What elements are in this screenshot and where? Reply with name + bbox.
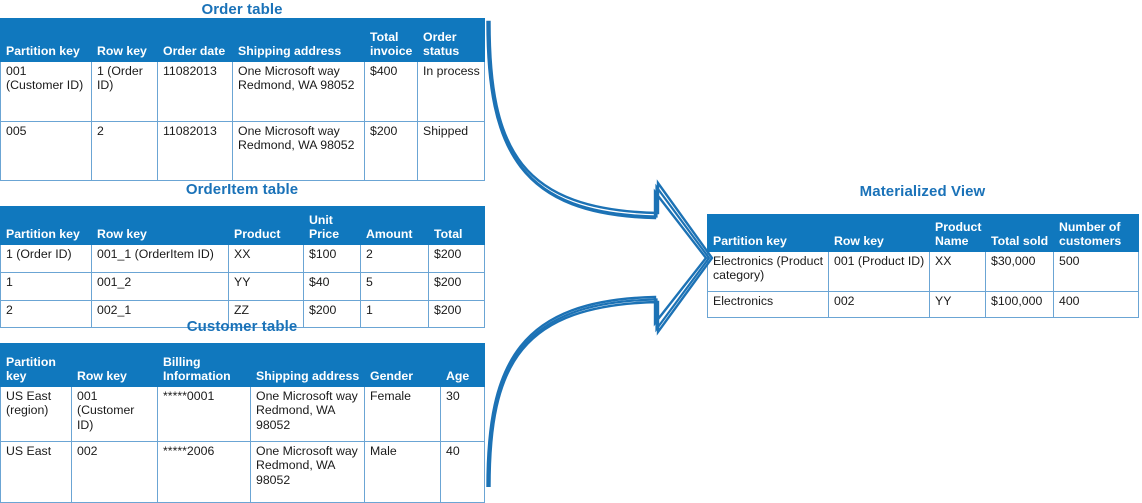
column-header-order-date: Order date xyxy=(157,18,233,62)
table-header-row: Partition key Row key Product Unit Price… xyxy=(0,206,485,245)
table-row: 005 2 11082013 One Microsoft way Redmond… xyxy=(0,121,485,181)
column-header-row-key: Row key xyxy=(91,206,229,245)
table-header-row: Partition key Row key Product Name Total… xyxy=(707,214,1139,252)
cell-row-key: 001_2 xyxy=(91,272,229,301)
cell-row-key: 1 (Order ID) xyxy=(91,61,158,122)
table-row: US East (region) 001 (Customer ID) *****… xyxy=(0,386,485,442)
cell-gender: Male xyxy=(364,441,441,503)
cell-total-sold: $30,000 xyxy=(985,251,1054,292)
column-header-shipping-address: Shipping address xyxy=(250,343,365,387)
column-header-partition-key: Partition key xyxy=(707,214,829,252)
cell-partition-key: 1 xyxy=(0,272,92,301)
column-header-amount: Amount xyxy=(360,206,429,245)
orderitem-table-title: OrderItem table xyxy=(185,181,299,198)
order-table-title: Order table xyxy=(201,1,283,18)
cell-total-invoice: $200 xyxy=(364,121,418,181)
cell-partition-key: 2 xyxy=(0,300,92,328)
merge-arrow-shape xyxy=(486,20,714,487)
table-row: Electronics (Product category) 001 (Prod… xyxy=(707,251,1139,292)
column-header-billing-information: Billing Information xyxy=(157,343,251,387)
cell-shipping-address: One Microsoft way Redmond, WA 98052 xyxy=(232,121,365,181)
cell-gender: Female xyxy=(364,386,441,442)
cell-unit-price: $40 xyxy=(303,272,361,301)
cell-order-date: 11082013 xyxy=(157,61,233,122)
materialized-view-title: Materialized View xyxy=(859,183,986,200)
column-header-total: Total xyxy=(428,206,485,245)
column-header-product-name: Product Name xyxy=(929,214,986,252)
cell-age: 40 xyxy=(440,441,485,503)
cell-amount: 2 xyxy=(360,244,429,273)
customer-table-title: Customer table xyxy=(186,318,298,335)
table-row: Electronics 002 YY $100,000 400 xyxy=(707,291,1139,318)
cell-partition-key: 001 (Customer ID) xyxy=(0,61,92,122)
table-row: US East 002 *****2006 One Microsoft way … xyxy=(0,441,485,503)
cell-total: $200 xyxy=(428,272,485,301)
cell-partition-key: 1 (Order ID) xyxy=(0,244,92,273)
cell-billing-information: *****2006 xyxy=(157,441,251,503)
column-header-total-invoice: Total invoice xyxy=(364,18,418,62)
cell-product: XX xyxy=(228,244,304,273)
column-header-row-key: Row key xyxy=(91,18,158,62)
table-row: 001 (Customer ID) 1 (Order ID) 11082013 … xyxy=(0,61,485,122)
column-header-partition-key: Partition key xyxy=(0,18,92,62)
cell-total: $200 xyxy=(428,244,485,273)
cell-order-status: In process xyxy=(417,61,485,122)
cell-unit-price: $200 xyxy=(303,300,361,328)
cell-partition-key: Electronics xyxy=(707,291,829,318)
cell-age: 30 xyxy=(440,386,485,442)
cell-shipping-address: One Microsoft way Redmond, WA 98052 xyxy=(250,386,365,442)
cell-amount: 5 xyxy=(360,272,429,301)
table-header-row: Partition key Row key Billing Informatio… xyxy=(0,343,485,387)
cell-total-invoice: $400 xyxy=(364,61,418,122)
cell-partition-key: Electronics (Product category) xyxy=(707,251,829,292)
cell-row-key: 001 (Product ID) xyxy=(828,251,930,292)
column-header-total-sold: Total sold xyxy=(985,214,1054,252)
table-row: 2 002_1 ZZ $200 1 $200 xyxy=(0,300,485,328)
cell-billing-information: *****0001 xyxy=(157,386,251,442)
cell-partition-key: US East (region) xyxy=(0,386,72,442)
table-row: 1 (Order ID) 001_1 (OrderItem ID) XX $10… xyxy=(0,244,485,273)
table-row: 1 001_2 YY $40 5 $200 xyxy=(0,272,485,301)
orderitem-table: Partition key Row key Product Unit Price… xyxy=(0,206,485,328)
table-header-row: Partition key Row key Order date Shippin… xyxy=(0,18,485,62)
column-header-product: Product xyxy=(228,206,304,245)
cell-row-key: 001_1 (OrderItem ID) xyxy=(91,244,229,273)
cell-row-key: 001 (Customer ID) xyxy=(71,386,158,442)
cell-product: YY xyxy=(228,272,304,301)
column-header-number-of-customers: Number of customers xyxy=(1053,214,1139,252)
column-header-partition-key: Partition key xyxy=(0,206,92,245)
column-header-age: Age xyxy=(440,343,485,387)
cell-partition-key: US East xyxy=(0,441,72,503)
customer-table: Partition key Row key Billing Informatio… xyxy=(0,343,485,503)
cell-number-of-customers: 500 xyxy=(1053,251,1139,292)
materialized-view-table: Partition key Row key Product Name Total… xyxy=(707,214,1139,318)
cell-amount: 1 xyxy=(360,300,429,328)
column-header-row-key: Row key xyxy=(71,343,158,387)
cell-row-key: 002 xyxy=(828,291,930,318)
cell-row-key: 2 xyxy=(91,121,158,181)
order-table: Partition key Row key Order date Shippin… xyxy=(0,18,485,181)
cell-order-date: 11082013 xyxy=(157,121,233,181)
cell-order-status: Shipped xyxy=(417,121,485,181)
cell-unit-price: $100 xyxy=(303,244,361,273)
column-header-order-status: Order status xyxy=(417,18,485,62)
cell-number-of-customers: 400 xyxy=(1053,291,1139,318)
cell-product-name: XX xyxy=(929,251,986,292)
column-header-gender: Gender xyxy=(364,343,441,387)
column-header-unit-price: Unit Price xyxy=(303,206,361,245)
cell-product-name: YY xyxy=(929,291,986,318)
cell-shipping-address: One Microsoft way Redmond, WA 98052 xyxy=(250,441,365,503)
cell-partition-key: 005 xyxy=(0,121,92,181)
cell-shipping-address: One Microsoft way Redmond, WA 98052 xyxy=(232,61,365,122)
column-header-row-key: Row key xyxy=(828,214,930,252)
cell-total: $200 xyxy=(428,300,485,328)
column-header-partition-key: Partition key xyxy=(0,343,72,387)
cell-row-key: 002 xyxy=(71,441,158,503)
merge-arrow-outline-upper xyxy=(487,21,711,487)
column-header-shipping-address: Shipping address xyxy=(232,18,365,62)
cell-total-sold: $100,000 xyxy=(985,291,1054,318)
